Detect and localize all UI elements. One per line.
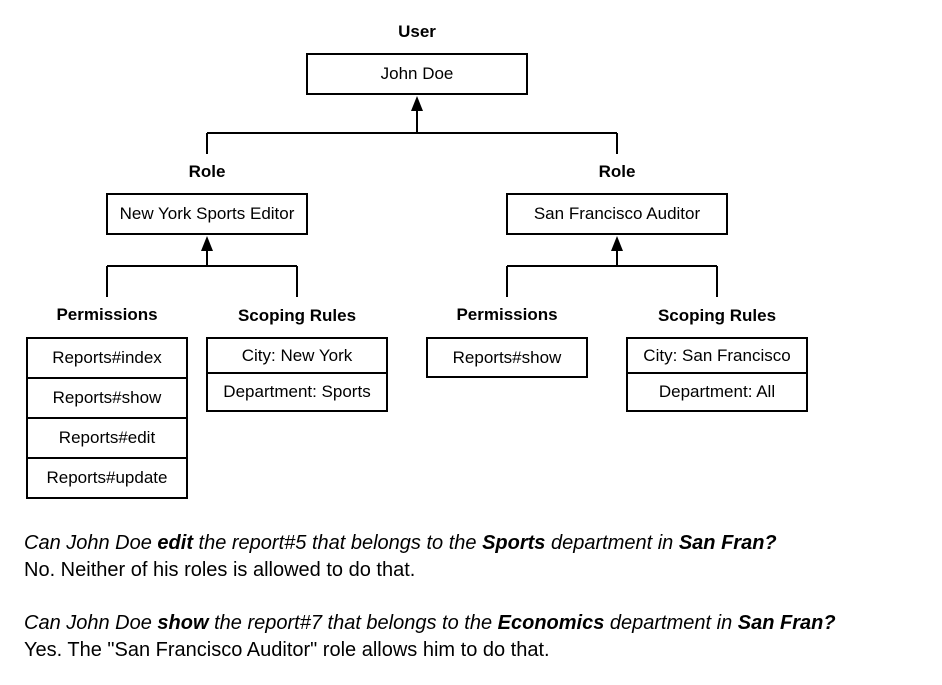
role-1-scoping-heading: Scoping Rules (237, 306, 357, 325)
role-2-scoping-heading: Scoping Rules (657, 306, 777, 325)
qa-block-1: Can John Doe edit the report#5 that belo… (24, 530, 777, 584)
question-1: Can John Doe edit the report#5 that belo… (24, 530, 777, 557)
user-connector (206, 110, 618, 154)
question-text: the report#7 that belongs to the (208, 612, 498, 634)
role-1-box: New York Sports Editor (106, 193, 308, 235)
question-emphasis: Economics (497, 612, 605, 634)
question-text: department in (604, 612, 738, 634)
question-emphasis: San Fran? (678, 532, 777, 554)
answer-2: Yes. The "San Francisco Auditor" role al… (24, 639, 550, 661)
arrow-up-icon (611, 236, 623, 251)
role-2-permissions-list: Reports#show (426, 337, 588, 378)
question-text: Can John Doe (24, 532, 158, 554)
question-emphasis: San Fran? (737, 612, 836, 634)
role-2-connector (506, 250, 718, 297)
qa-block-2: Can John Doe show the report#7 that belo… (24, 610, 836, 664)
permission-item: Reports#edit (28, 419, 186, 459)
question-text: the report#5 that belongs to the (192, 532, 483, 554)
question-emphasis: edit (157, 532, 193, 554)
answer-1: No. Neither of his roles is allowed to d… (24, 559, 416, 581)
role-1-permissions-heading: Permissions (56, 305, 158, 324)
role-1-connector (106, 250, 298, 297)
user-box: John Doe (306, 53, 528, 95)
role-2-heading: Role (598, 162, 636, 181)
scoping-item: City: New York (208, 339, 386, 374)
permission-item: Reports#index (28, 339, 186, 379)
role-2-scoping-list: City: San Francisco Department: All (626, 337, 808, 412)
question-emphasis: show (157, 612, 209, 634)
user-heading: User (398, 22, 436, 41)
role-2-box: San Francisco Auditor (506, 193, 728, 235)
role-1-heading: Role (188, 162, 226, 181)
scoping-item: City: San Francisco (628, 339, 806, 374)
permission-item: Reports#show (28, 379, 186, 419)
scoping-item: Department: All (658, 382, 776, 401)
question-emphasis: Sports (482, 532, 546, 554)
role-2-permissions-heading: Permissions (456, 305, 558, 324)
question-text: department in (545, 532, 679, 554)
permission-item: Reports#show (452, 347, 562, 367)
role-1-scoping-list: City: New York Department: Sports (206, 337, 388, 412)
arrow-up-icon (411, 96, 423, 111)
permission-item: Reports#update (46, 468, 168, 487)
question-2: Can John Doe show the report#7 that belo… (24, 610, 836, 637)
question-text: Can John Doe (24, 612, 158, 634)
scoping-item: Department: Sports (223, 382, 371, 401)
arrow-up-icon (201, 236, 213, 251)
role-1-permissions-list: Reports#index Reports#show Reports#edit … (26, 337, 188, 499)
